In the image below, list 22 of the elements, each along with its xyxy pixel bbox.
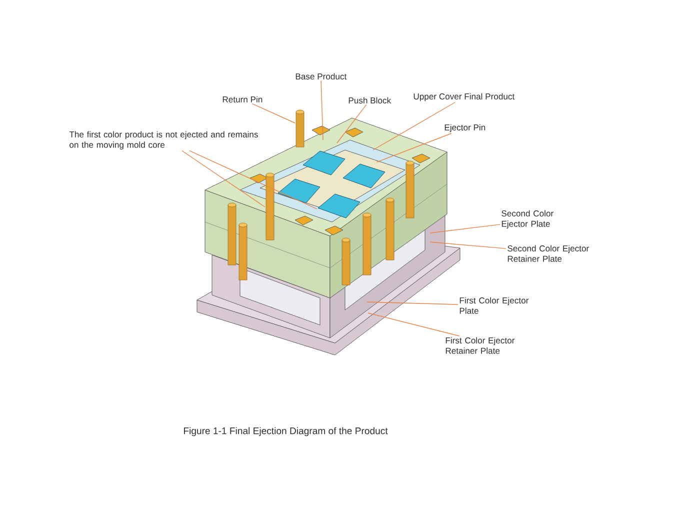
callout-label: Upper Cover Final Product: [414, 93, 515, 102]
callout-label: Push Block: [348, 97, 392, 104]
leader-line: [372, 102, 456, 150]
callout-label: The first color product is not ejected and remains on the moving mold core: [69, 131, 258, 150]
leader-line: [320, 80, 324, 140]
callout-label: First Color Ejector Retainer Plate: [446, 337, 515, 354]
leader-line: [376, 133, 452, 162]
leader-line: [182, 150, 266, 208]
leader-line: [430, 242, 506, 249]
callout-label: Second Color Ejector Retainer Plate: [508, 245, 589, 262]
leader-line: [430, 224, 500, 234]
leader-line: [336, 104, 367, 144]
leader-line: [368, 312, 460, 336]
leader-line: [366, 302, 458, 305]
leader-line: [189, 150, 318, 210]
callout-label: Return Pin: [222, 96, 262, 102]
figure-caption: Figure 1-1 Final Ejection Diagram of the Product: [184, 427, 388, 436]
callout-label: Base Product: [296, 73, 347, 80]
callout-label: Ejector Pin: [444, 124, 486, 132]
callout-label: Second Color Ejector Plate: [502, 210, 554, 229]
leader-line: [252, 103, 296, 124]
callout-label: First Color Ejector Plate: [460, 297, 529, 314]
